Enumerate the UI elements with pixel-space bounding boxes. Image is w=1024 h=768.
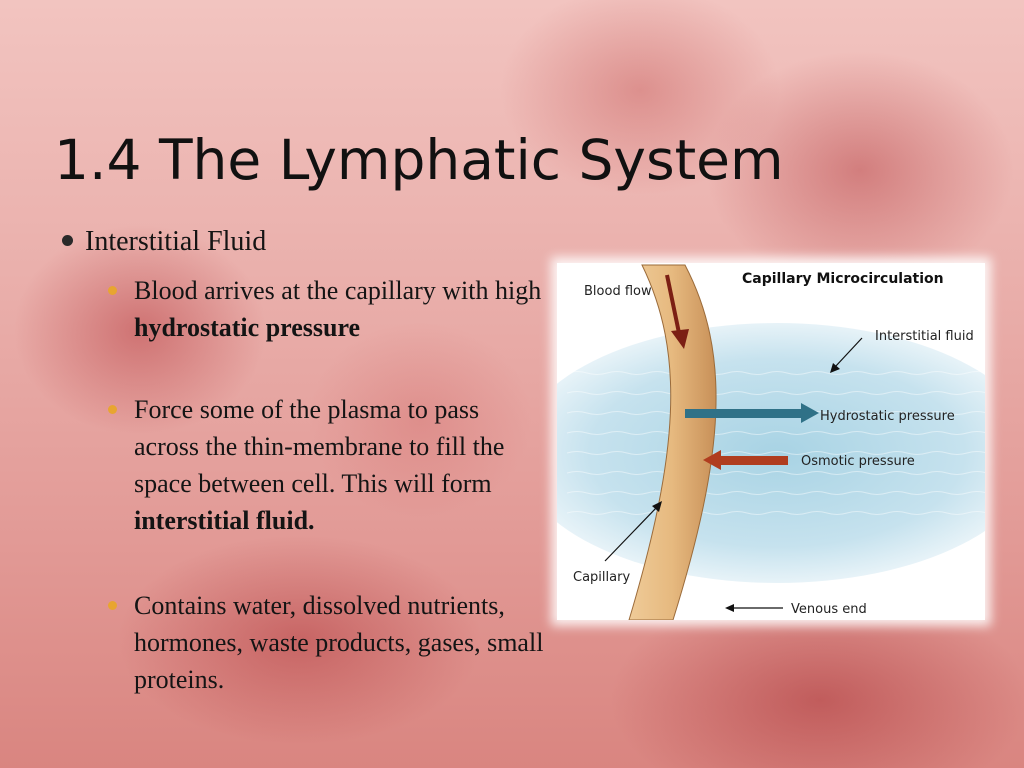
blood-flow-arrow [665,274,689,349]
text-run: Blood arrives at the capillary with high [134,276,542,305]
label-capillary: Capillary [573,570,630,585]
subbullet-dot [108,286,117,295]
slide-title: 1.4 The Lymphatic System [54,128,784,192]
label-blood-flow: Blood flow [584,284,652,299]
label-venous-end: Venous end [791,602,867,617]
subbullet-1: Blood arrives at the capillary with high… [108,272,548,346]
capillary-vessel [628,264,717,620]
subbullet-2: Force some of the plasma to pass across … [108,391,548,539]
bullet-interstitial-fluid: Interstitial Fluid [62,226,266,258]
venous-end-pointer [725,604,783,612]
label-interstitial-fluid: Interstitial fluid [875,329,974,344]
subbullet-3: Contains water, dissolved nutrients, hor… [108,587,548,698]
diagram-title: Capillary Microcirculation [742,271,944,287]
bullet-dot [62,235,73,247]
capillary-diagram-svg: Capillary Microcirculation Blood flow In… [557,263,985,620]
text-run: Force some of the plasma to pass across … [134,395,505,498]
capillary-diagram: Capillary Microcirculation Blood flow In… [557,263,985,620]
label-osmotic-pressure: Osmotic pressure [801,454,915,469]
bold-run: interstitial fluid. [134,506,315,535]
subbullet-dot [108,601,117,610]
interstitial-fluid-pointer [830,337,863,373]
bullet-text: Interstitial Fluid [85,226,267,257]
hydrostatic-pressure-arrow [685,403,819,423]
osmotic-pressure-arrow [703,450,788,470]
subbullet-text: Force some of the plasma to pass across … [134,391,548,539]
fluid-waves [566,371,985,515]
label-hydrostatic-pressure: Hydrostatic pressure [820,409,955,424]
subbullet-text: Contains water, dissolved nutrients, hor… [134,587,548,698]
subbullet-dot [108,405,117,414]
capillary-pointer [604,501,662,562]
bold-run: hydrostatic pressure [134,313,361,342]
subbullet-text: Blood arrives at the capillary with high… [134,272,548,346]
text-run: Contains water, dissolved nutrients, hor… [134,591,544,694]
